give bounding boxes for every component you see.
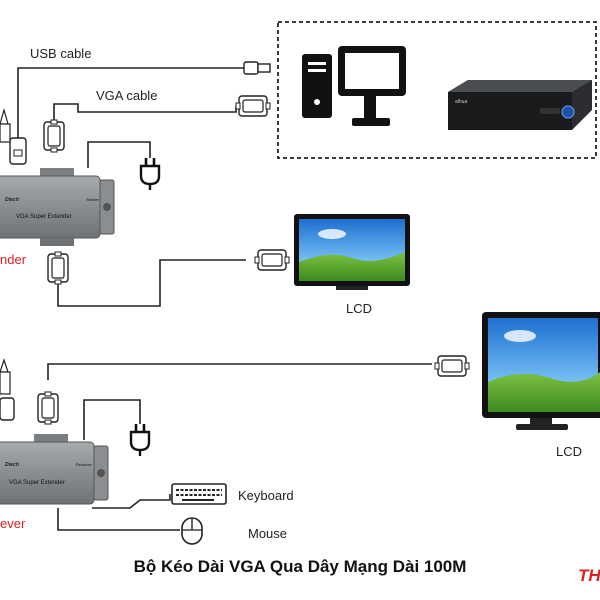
sender-power-line xyxy=(87,141,151,168)
sender-extender-box xyxy=(0,168,115,246)
lcd-monitor-top-icon xyxy=(294,214,410,290)
svg-text:alhua: alhua xyxy=(455,99,467,105)
source-devices-box xyxy=(277,21,597,159)
receiver-lcd-line xyxy=(47,363,432,380)
usb-connector-sender-icon xyxy=(0,107,27,165)
vga-connector-sender-in-icon xyxy=(43,119,65,153)
receiver-tag-text: Receiver xyxy=(76,462,92,467)
receiver-brand-text: Dtech xyxy=(5,462,19,468)
usb-cable-line xyxy=(17,67,244,138)
sender-tag-text: Sender xyxy=(86,197,100,202)
sender-brand-text: Dtech xyxy=(5,197,19,203)
mouse-label: Mouse xyxy=(248,526,288,541)
vga-cable-line xyxy=(53,103,237,120)
vga-connector-lcd-top-icon xyxy=(254,249,290,271)
receiver-extender-box xyxy=(0,434,109,505)
usb-cable-label: USB cable xyxy=(30,46,92,61)
receiver-mouse-line xyxy=(57,508,180,531)
sender-model-text: VGA Super Extender xyxy=(16,214,72,220)
brand-mark: TH xyxy=(578,566,600,585)
keyboard-icon xyxy=(171,483,227,505)
usb-connector-receiver-icon xyxy=(0,358,15,421)
vga-connector-receiver-icon xyxy=(37,391,59,425)
lcd-top-label: LCD xyxy=(346,301,373,316)
sender-lcd-line xyxy=(57,259,246,307)
vga-connector-sender-out-icon xyxy=(47,251,69,285)
receiver-power-line xyxy=(83,399,141,440)
power-plug-receiver-icon xyxy=(129,422,151,458)
keyboard-label: Keyboard xyxy=(238,488,294,503)
vga-connector-lcd-bottom-icon xyxy=(434,355,470,377)
lcd-bottom-label: LCD xyxy=(556,444,583,459)
vga-connector-source-icon xyxy=(235,95,271,117)
computer-icon xyxy=(302,46,406,126)
usb-plug-icon xyxy=(243,61,271,75)
receiver-label: ever xyxy=(0,516,26,531)
vga-cable-label: VGA cable xyxy=(96,88,158,103)
lcd-monitor-bottom-icon xyxy=(482,312,600,430)
receiver-keyboard-line xyxy=(92,494,171,509)
sender-label: nder xyxy=(0,252,27,267)
dvr-recorder-icon: alhua xyxy=(448,80,592,130)
power-plug-sender-icon xyxy=(139,156,161,192)
mouse-icon xyxy=(181,517,203,545)
diagram-caption: Bộ Kéo Dài VGA Qua Dây Mạng Dài 100M xyxy=(133,557,467,576)
receiver-model-text: VGA Super Extender xyxy=(9,480,65,486)
